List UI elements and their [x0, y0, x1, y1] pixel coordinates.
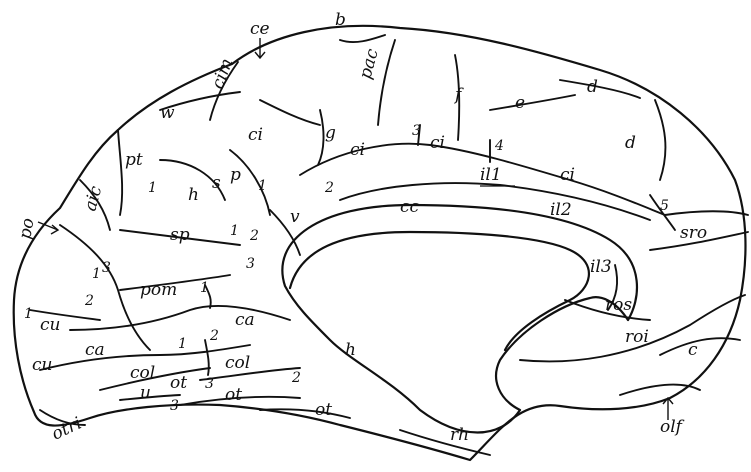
- label-rh: rh: [450, 425, 469, 445]
- label-ci-b: ci: [350, 140, 365, 160]
- b-sulcus: [340, 35, 385, 42]
- c-line: [660, 338, 740, 355]
- label-1c: 1: [230, 223, 239, 239]
- label-1f: 1: [24, 306, 33, 322]
- label-ci-a: ci: [248, 125, 263, 145]
- label-ci-d: ci: [560, 165, 575, 185]
- label-il3: il3: [590, 257, 612, 277]
- label-sp: sp: [170, 225, 190, 245]
- label-3a: 3: [246, 256, 255, 272]
- label-b: b: [335, 10, 346, 30]
- label-ot-b: ot: [225, 385, 242, 405]
- label-h-mid: h: [345, 340, 356, 360]
- label-5: 5: [660, 198, 669, 214]
- g-sulcus: [318, 110, 324, 165]
- label-h-top: h: [188, 185, 199, 205]
- ci-sulcus: [260, 100, 320, 125]
- label-cc: cc: [400, 197, 420, 217]
- label-1b: 1: [258, 178, 267, 194]
- label-il1: il1: [480, 165, 502, 185]
- label-roi: roi: [625, 327, 649, 347]
- label-ca-a: ca: [85, 340, 105, 360]
- e-sulcus: [490, 95, 575, 110]
- label-cu-a: cu: [40, 315, 60, 335]
- label-p: p: [230, 165, 241, 185]
- label-ci-c: ci: [430, 133, 445, 153]
- pt-sulcus: [118, 130, 122, 215]
- label-2a: 2: [249, 228, 259, 244]
- hemisphere-outline: [14, 26, 746, 460]
- label-olf: olf: [660, 417, 685, 437]
- rh-sulcus: [400, 430, 490, 455]
- label-c: c: [688, 340, 698, 360]
- label-2c: 2: [84, 293, 94, 309]
- label-f: f: [453, 85, 464, 105]
- label-1a: 1: [148, 180, 157, 196]
- label-g: g: [325, 123, 336, 143]
- label-2e: 2: [291, 370, 301, 386]
- label-col-b: col: [225, 353, 250, 373]
- label-u: u: [140, 383, 151, 403]
- label-il2: il2: [550, 200, 572, 220]
- label-w: w: [160, 103, 175, 123]
- label-sro: sro: [680, 223, 707, 243]
- label-cim: cim: [208, 56, 237, 92]
- label-2b: 2: [324, 180, 334, 196]
- label-1e: 1: [200, 280, 209, 296]
- label-v: v: [290, 207, 300, 227]
- corpus-callosum-outline: [282, 205, 637, 433]
- label-pt: pt: [125, 150, 143, 170]
- sulcus-inner-arc: [340, 183, 650, 220]
- label-ot-c: ot: [315, 400, 332, 420]
- label-po: po: [15, 217, 38, 241]
- callosum-inner: [290, 232, 589, 350]
- label-3d: 3: [205, 376, 214, 392]
- olf-line: [620, 385, 700, 395]
- cingulate-sulcus: [300, 144, 748, 215]
- two-sulcus-col: [205, 340, 209, 375]
- label-2d: 2: [209, 328, 219, 344]
- label-1g: 1: [178, 336, 187, 352]
- label-cu-b: cu: [32, 355, 52, 375]
- label-4: 4: [494, 138, 504, 154]
- label-ot-a: ot: [170, 373, 187, 393]
- label-pac: pac: [356, 46, 383, 81]
- label-3c: 3: [102, 260, 111, 276]
- label-s: s: [212, 173, 221, 193]
- label-pom: pom: [140, 280, 177, 300]
- label-ce: ce: [250, 19, 270, 39]
- label-e: e: [515, 93, 525, 113]
- label-ros: ros: [605, 295, 632, 315]
- label-1d: 1: [92, 266, 101, 282]
- d-sulcus-right: [655, 100, 665, 180]
- label-d-b: d: [625, 133, 636, 153]
- label-col-a: col: [130, 363, 155, 383]
- ca-sulcus: [70, 306, 290, 330]
- label-d-a: d: [587, 77, 598, 97]
- label-3e: 3: [170, 398, 179, 414]
- label-ca-b: ca: [235, 310, 255, 330]
- label-3b: 3: [412, 123, 421, 139]
